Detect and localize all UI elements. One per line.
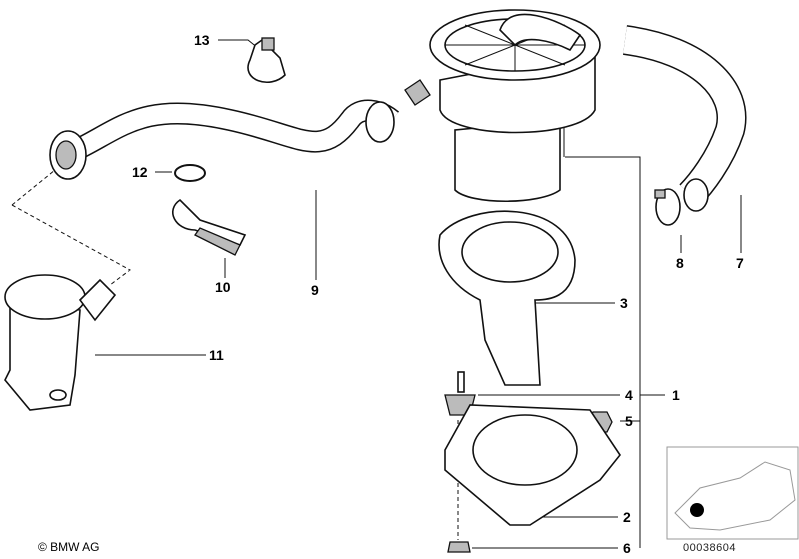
image-code: 00038604 xyxy=(683,542,736,554)
part-12-o-ring xyxy=(174,164,206,182)
part-8-hose-clamp xyxy=(654,188,681,226)
callout-6: 6 xyxy=(623,540,631,556)
leader-lines xyxy=(11,39,742,549)
callout-12: 12 xyxy=(132,164,148,180)
part-2-plate xyxy=(444,404,621,526)
part-7-hose xyxy=(622,25,747,212)
part-1-air-pump xyxy=(404,9,601,202)
part-11-valve xyxy=(4,274,117,411)
callout-13: 13 xyxy=(194,32,210,48)
callout-3: 3 xyxy=(620,295,628,311)
part-10-clip xyxy=(172,198,247,256)
callout-4: 4 xyxy=(625,387,633,403)
part-13-clamp xyxy=(247,37,286,84)
vehicle-location-inset xyxy=(666,446,799,540)
callout-8: 8 xyxy=(676,255,684,271)
callout-11: 11 xyxy=(209,347,224,363)
part-9-hose xyxy=(49,99,400,180)
callout-7: 7 xyxy=(736,255,744,271)
callout-5: 5 xyxy=(625,413,633,429)
part-6-nut xyxy=(447,541,471,553)
callout-9: 9 xyxy=(311,282,319,298)
callout-1: 1 xyxy=(672,387,680,403)
part-3-bracket xyxy=(438,210,576,386)
callout-2: 2 xyxy=(623,509,631,525)
copyright-text: © BMW AG xyxy=(38,540,100,554)
location-marker xyxy=(690,503,704,517)
callout-10: 10 xyxy=(215,279,231,295)
